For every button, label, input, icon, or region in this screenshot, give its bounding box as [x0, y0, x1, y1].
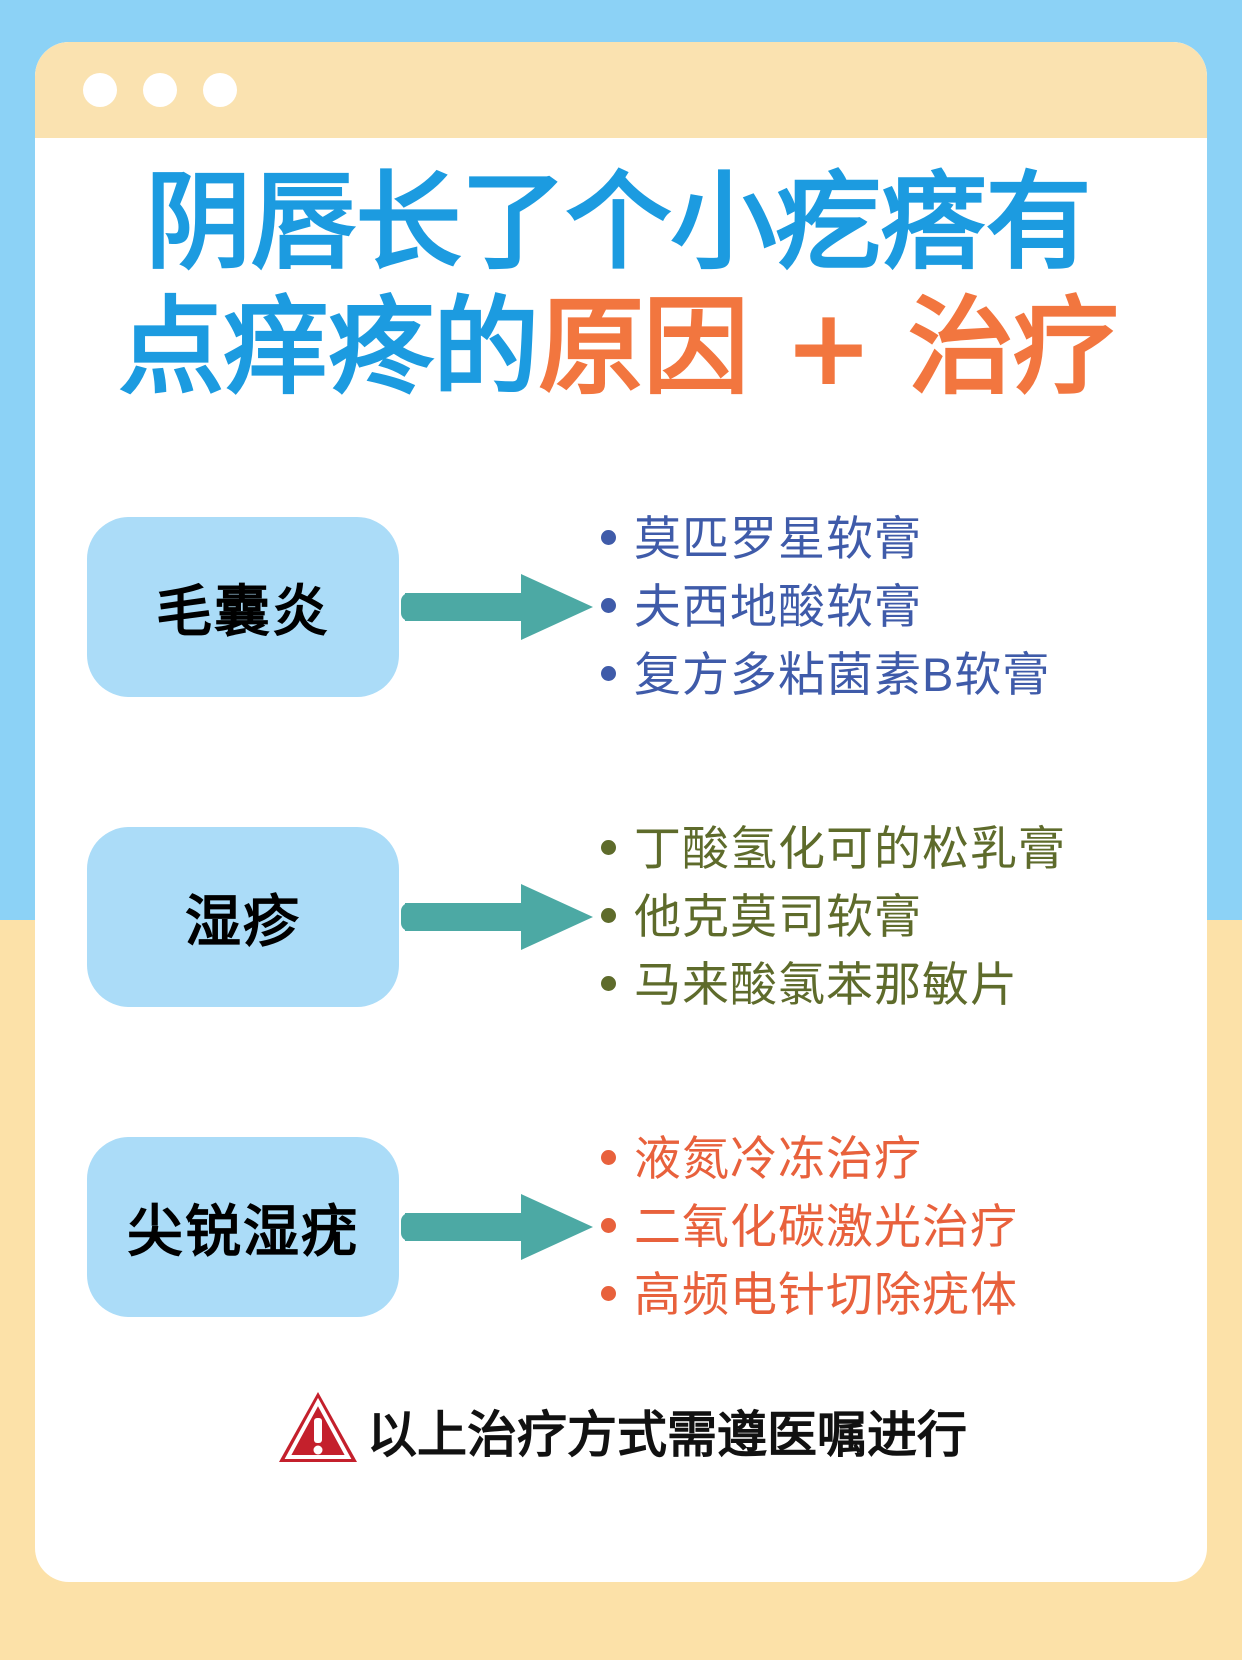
condition-label-box-1[interactable]: 毛囊炎: [87, 517, 399, 698]
title-line-2-blue: 点痒疼的: [118, 286, 539, 410]
treatment-list-2: 丁酸氢化可的松乳膏 他克莫司软膏 马来酸氯苯那敏片: [597, 812, 1207, 1022]
bullet-dot-icon: [601, 1150, 616, 1166]
bullet-dot-icon: [601, 598, 616, 614]
sections-list: 毛囊炎 莫匹罗星软膏 夫西地酸软膏 复方多粘菌素: [35, 452, 1207, 1382]
section-eczema: 湿疹 丁酸氢化可的松乳膏 他克莫司软膏 马来酸氯: [35, 762, 1207, 1072]
treatment-text: 马来酸氯苯那敏片: [634, 958, 1018, 1012]
title-line-2-orange: 原因 + 治疗: [538, 286, 1119, 410]
treatment-text: 二氧化碳激光治疗: [634, 1200, 1018, 1254]
title-line-1: 阴唇长了个小疙瘩有: [145, 161, 1092, 284]
bullet-dot-icon: [601, 908, 616, 924]
condition-label-box-2[interactable]: 湿疹: [87, 827, 399, 1008]
bullet-dot-icon: [601, 840, 616, 856]
list-item: 复方多粘菌素B软膏: [601, 644, 1207, 706]
list-item: 丁酸氢化可的松乳膏: [601, 818, 1207, 880]
window-dot-close-icon[interactable]: [83, 73, 117, 107]
section-genital-warts: 尖锐湿疣 液氮冷冻治疗 二氧化碳激光治疗 高频电: [35, 1072, 1207, 1382]
title-line-2: 点痒疼的原因 + 治疗: [57, 285, 1179, 410]
list-item: 液氮冷冻治疗: [601, 1128, 1207, 1190]
treatment-text: 液氮冷冻治疗: [634, 1132, 922, 1186]
content-card: 阴唇长了个小疙瘩有 点痒疼的原因 + 治疗 毛囊炎 莫匹罗星软膏: [35, 42, 1207, 1582]
warning-triangle-icon: [275, 1388, 361, 1473]
bullet-dot-icon: [601, 530, 616, 546]
condition-label-3: 尖锐湿疣: [127, 1199, 359, 1265]
disclaimer: 以上治疗方式需遵医嘱进行: [35, 1388, 1207, 1473]
treatment-text: 夫西地酸软膏: [634, 580, 922, 634]
treatment-text: 莫匹罗星软膏: [634, 512, 922, 566]
section-folliculitis: 毛囊炎 莫匹罗星软膏 夫西地酸软膏 复方多粘菌素: [35, 452, 1207, 762]
bullet-dot-icon: [601, 976, 616, 992]
list-item: 他克莫司软膏: [601, 886, 1207, 948]
bullet-dot-icon: [601, 666, 616, 682]
window-chrome-bar: [35, 42, 1207, 138]
disclaimer-text: 以上治疗方式需遵医嘱进行: [367, 1405, 967, 1464]
arrow-icon-2: [401, 880, 597, 954]
bullet-dot-icon: [601, 1218, 616, 1234]
window-dot-minimize-icon[interactable]: [143, 73, 177, 107]
treatment-text: 高频电针切除疣体: [634, 1268, 1018, 1322]
arrow-icon-1: [401, 570, 597, 644]
treatment-text: 他克莫司软膏: [634, 890, 922, 944]
list-item: 高频电针切除疣体: [601, 1264, 1207, 1326]
treatment-text: 丁酸氢化可的松乳膏: [634, 822, 1066, 876]
treatment-text: 复方多粘菌素B软膏: [634, 648, 1051, 702]
list-item: 夫西地酸软膏: [601, 576, 1207, 638]
window-dot-maximize-icon[interactable]: [203, 73, 237, 107]
arrow-icon-3: [401, 1190, 597, 1264]
bullet-dot-icon: [601, 1286, 616, 1302]
condition-label-1: 毛囊炎: [156, 579, 330, 645]
treatment-list-3: 液氮冷冻治疗 二氧化碳激光治疗 高频电针切除疣体: [597, 1122, 1207, 1332]
condition-label-box-3[interactable]: 尖锐湿疣: [87, 1137, 399, 1318]
treatment-list-1: 莫匹罗星软膏 夫西地酸软膏 复方多粘菌素B软膏: [597, 502, 1207, 712]
condition-label-2: 湿疹: [185, 889, 301, 955]
list-item: 二氧化碳激光治疗: [601, 1196, 1207, 1258]
list-item: 马来酸氯苯那敏片: [601, 954, 1207, 1016]
page-title: 阴唇长了个小疙瘩有 点痒疼的原因 + 治疗: [35, 138, 1207, 410]
list-item: 莫匹罗星软膏: [601, 508, 1207, 570]
